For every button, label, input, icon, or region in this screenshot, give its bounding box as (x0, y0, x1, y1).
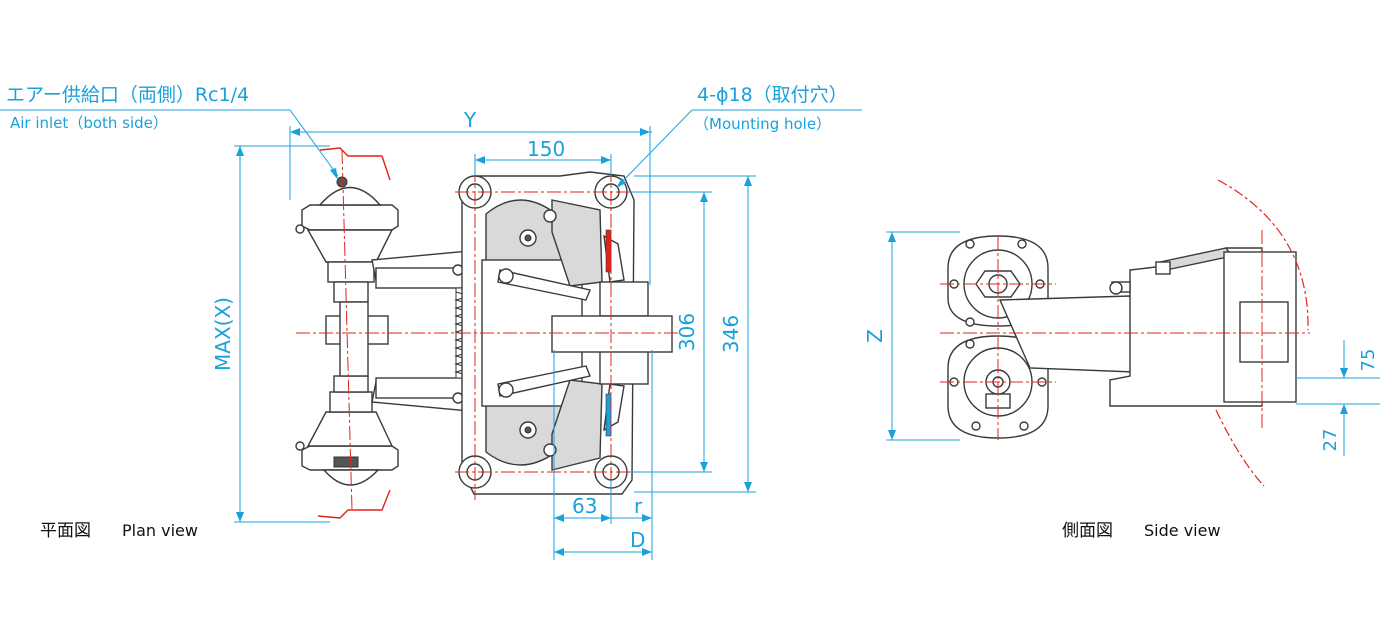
centerline-cylinder (341, 149, 353, 511)
air-inlet-label-en: Air inlet（both side） (10, 114, 168, 132)
dim-150-label: 150 (527, 137, 565, 161)
air-inlet-label-jp: エアー供給口（両側）Rc1/4 (6, 84, 249, 106)
dim-z-label: Z (863, 329, 887, 343)
dim-27-label: 27 (1320, 429, 1341, 452)
side-view-title-jp: 側面図 (1062, 521, 1113, 541)
dim-max-x-label: MAX(X) (211, 297, 235, 371)
mounting-hole-leader (617, 109, 693, 187)
side-view (886, 179, 1380, 487)
disc-arc-top (319, 147, 391, 181)
side-housing (1109, 247, 1297, 407)
dim-306-label: 306 (675, 313, 699, 351)
dim-346-label: 346 (719, 315, 743, 353)
mounting-hole-label-jp: 4-ϕ18（取付穴） (697, 84, 848, 106)
dim-75-label: 75 (1358, 349, 1379, 372)
dim-y-label: Y (463, 108, 477, 132)
disc-arc-upper (1217, 179, 1309, 331)
dim-r-label: r (634, 494, 643, 518)
disc-arc-lower (1215, 409, 1265, 487)
plan-view (0, 109, 862, 560)
dim-63-label: 63 (572, 494, 597, 518)
side-view-title-en: Side view (1144, 521, 1221, 540)
air-inlet-leader (289, 109, 339, 177)
dim-d-label: D (630, 528, 645, 552)
mounting-hole-label-en: （Mounting hole） (694, 115, 831, 133)
plan-view-title-en: Plan view (122, 521, 198, 540)
rod (339, 301, 369, 377)
plan-view-title-jp: 平面図 (40, 521, 91, 541)
air-cylinder-top (295, 176, 399, 303)
disc-arc-bottom (317, 489, 391, 519)
caliper-body (458, 171, 673, 495)
upper-flange (947, 235, 1049, 327)
